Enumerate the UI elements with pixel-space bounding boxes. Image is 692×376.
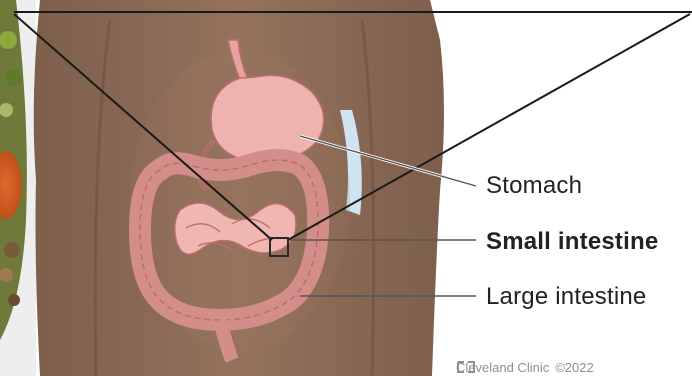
credit-copyright: ©2022 <box>555 360 594 375</box>
food-bowl-image <box>0 0 36 376</box>
small-intestine-label: Small intestine <box>486 228 658 256</box>
credit-line: Cleveland Clinic ©2022 <box>456 360 594 375</box>
cleveland-clinic-logo-icon <box>456 360 476 374</box>
large-intestine-label: Large intestine <box>486 283 646 311</box>
stomach-label: Stomach <box>486 172 582 200</box>
